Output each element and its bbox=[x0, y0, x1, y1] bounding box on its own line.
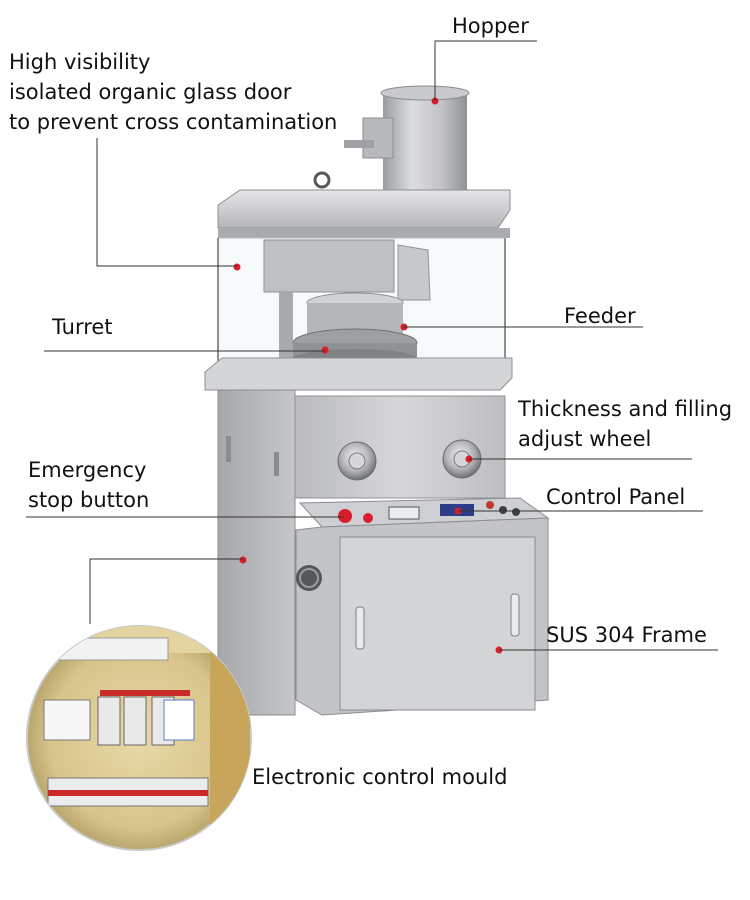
label-glass-door: High visibility isolated organic glass d… bbox=[9, 50, 338, 134]
adjust-wheel-right bbox=[442, 439, 482, 479]
compression-head bbox=[263, 239, 431, 362]
base-table bbox=[204, 357, 513, 391]
label-hopper: Hopper bbox=[452, 14, 529, 38]
label-feeder: Feeder bbox=[564, 304, 636, 328]
label-electronic-mould: Electronic control mould bbox=[252, 765, 508, 789]
label-adjust-wheel: Thickness and filling adjust wheel bbox=[518, 397, 733, 451]
hopper-body bbox=[313, 85, 470, 191]
callout-markers bbox=[233, 97, 503, 654]
label-turret: Turret bbox=[52, 315, 113, 339]
lower-cabinet bbox=[295, 517, 549, 716]
adjust-wheel-left bbox=[337, 441, 377, 481]
label-frame: SUS 304 Frame bbox=[546, 623, 707, 647]
main-cabinet bbox=[217, 389, 506, 716]
label-control-panel: Control Panel bbox=[546, 485, 686, 509]
top-plate bbox=[217, 189, 511, 238]
label-emergency-stop: Emergency stop button bbox=[28, 458, 150, 512]
